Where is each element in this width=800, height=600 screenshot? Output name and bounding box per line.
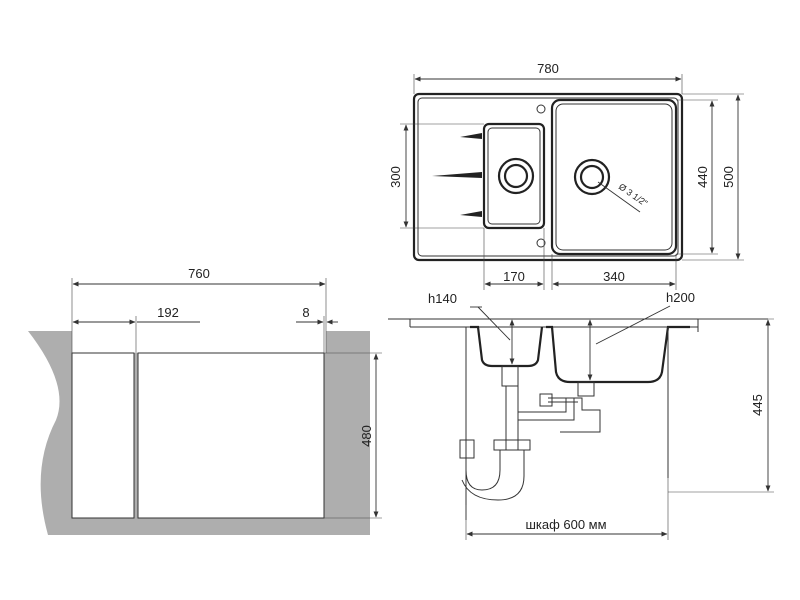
top-outer-height-label: 500 <box>721 166 736 188</box>
large-bowl-width-label: 340 <box>603 269 625 284</box>
overflow-pipe <box>518 398 575 421</box>
cabinet-width-label: 760 <box>188 266 210 281</box>
large-drain-inner <box>579 164 605 190</box>
small-drain-inner <box>503 163 529 189</box>
left-section-width-label: 192 <box>157 305 179 320</box>
small-drain-body <box>501 365 519 387</box>
drainboard-rib <box>460 211 482 217</box>
small-bowl <box>482 122 546 230</box>
drain-diameter-label: Ø 3 1/2" <box>617 181 650 208</box>
countertop <box>72 331 326 353</box>
drainboard-rib <box>460 133 482 139</box>
top-width-label: 780 <box>537 61 559 76</box>
cabinet-door-right <box>137 352 325 519</box>
small-drain-outer <box>497 157 535 195</box>
small-bowl-width-label: 170 <box>503 269 525 284</box>
large-drain-body <box>577 381 595 397</box>
pipe-fitting <box>459 439 475 459</box>
gap-width-label: 8 <box>302 305 309 320</box>
side-height-label: 445 <box>750 394 765 416</box>
cabinet-door-left <box>71 352 135 519</box>
drainboard-rib <box>432 172 482 178</box>
connector-pipe <box>548 397 601 433</box>
small-bowl-profile <box>470 325 544 368</box>
top-bowl-height-label: 440 <box>695 166 710 188</box>
small-bowl-inner <box>487 127 541 225</box>
tap-hole <box>536 104 546 114</box>
large-depth-label: h200 <box>666 290 695 305</box>
sink-inner-rim <box>417 97 679 257</box>
large-bowl-inner <box>555 103 673 251</box>
cabinet-height-label: 480 <box>359 425 374 447</box>
pipe-fitting <box>493 439 531 451</box>
overflow-hole <box>536 238 546 248</box>
small-depth-label: h140 <box>428 291 457 306</box>
cabinet-view: 760 192 8 480 <box>28 266 382 535</box>
waste-pipe <box>461 450 525 501</box>
large-drain-outer <box>573 158 611 196</box>
sink-outline <box>412 92 684 262</box>
top-view: 780 500 440 300 170 340 Ø 3 1/2" <box>388 61 744 290</box>
cabinet-width-side-label: шкаф 600 мм <box>525 517 606 532</box>
side-view: h140 h200 445 шкаф 600 мм <box>388 290 774 540</box>
large-bowl-profile <box>546 325 690 384</box>
large-bowl <box>550 98 678 256</box>
small-bowl-height-label: 300 <box>388 166 403 188</box>
pipe-fitting <box>539 393 553 407</box>
